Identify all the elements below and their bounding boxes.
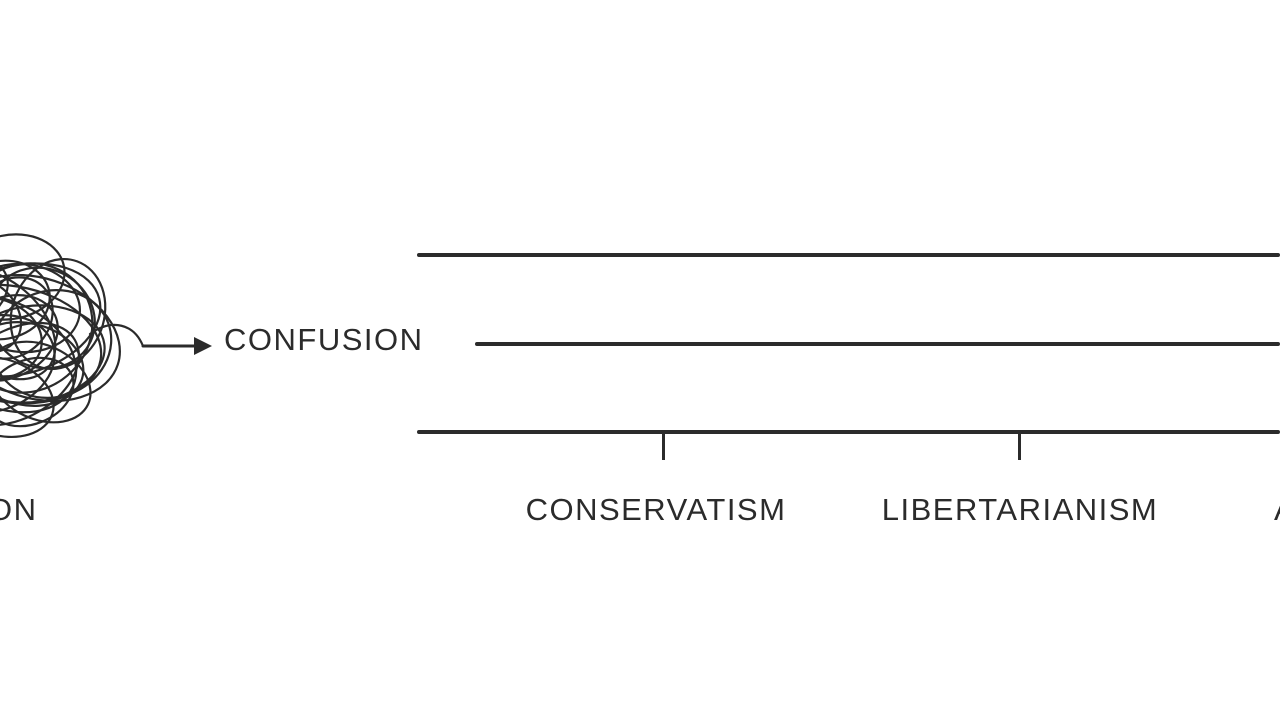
tangle-scribble-drawing	[0, 233, 212, 439]
spectrum-line-bottom	[417, 430, 1280, 434]
scribble-tail-curve	[88, 324, 145, 348]
spectrum-label-conservatism: CONSERVATISM	[525, 492, 787, 527]
arrow-icon	[88, 324, 212, 355]
spectrum-line-middle	[475, 342, 1280, 346]
tick-libertarianism	[1018, 432, 1021, 460]
scribble-loops	[0, 233, 121, 439]
confusion-label: CONFUSION	[224, 322, 424, 357]
tick-conservatism	[662, 432, 665, 460]
clipped-word-right: A	[1274, 492, 1280, 528]
spectrum-line-top	[417, 253, 1280, 257]
spectrum-label-libertarianism: LIBERTARIANISM	[881, 492, 1159, 527]
clipped-word-left: ON	[0, 492, 38, 527]
arrow-head	[194, 337, 212, 355]
